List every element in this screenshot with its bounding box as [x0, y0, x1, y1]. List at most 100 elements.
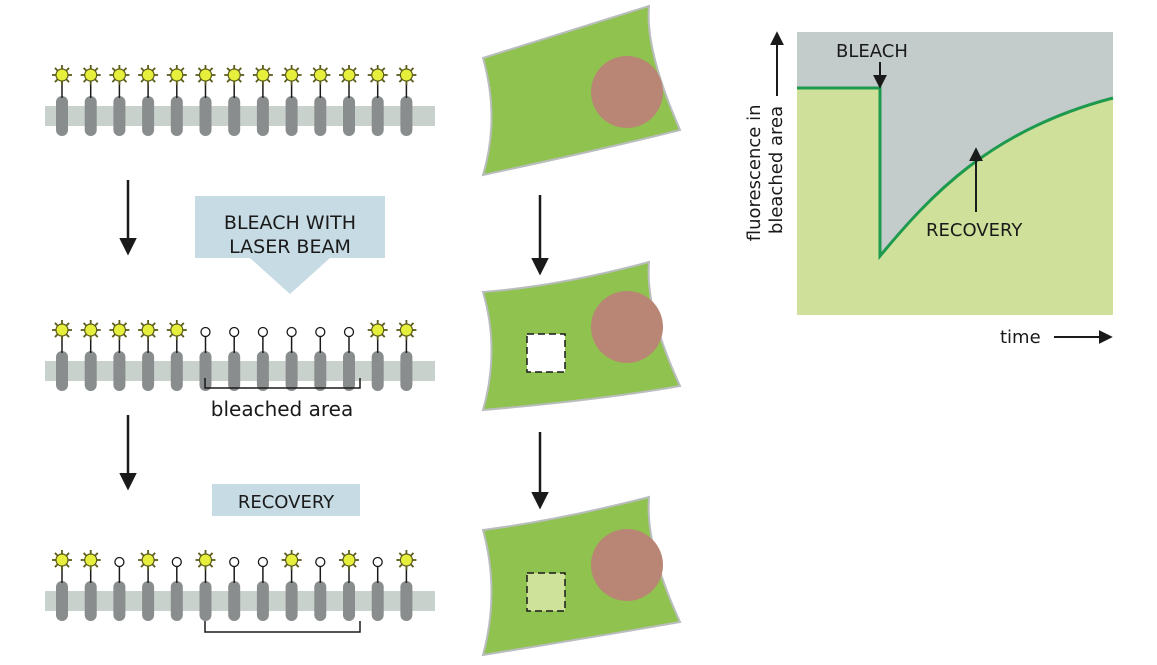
recovery-area-bracket [204, 621, 361, 633]
x-axis-label: time [1000, 327, 1041, 348]
fluorescent-tag [310, 65, 331, 85]
membrane-protein [400, 581, 413, 621]
fluorescent-tag [80, 320, 101, 340]
bleached-tag [257, 326, 269, 338]
bleached-tag [315, 556, 326, 568]
fluorescent-tag [80, 65, 101, 85]
nucleus [591, 291, 663, 363]
fluorescent-tag [224, 65, 245, 85]
fluorescent-tag [52, 550, 72, 570]
bleached-tag [372, 556, 383, 568]
membrane-protein [256, 351, 269, 391]
membrane-before-bleach [45, 65, 435, 136]
y-axis-label: fluorescence in bleached area [744, 99, 787, 241]
membrane-protein [400, 351, 413, 391]
fluorescent-tag [396, 320, 417, 340]
bleached-area-label: bleached area [211, 397, 353, 421]
membrane-protein [199, 581, 212, 621]
recovery-box: RECOVERY [212, 484, 360, 516]
membrane-protein [170, 96, 183, 136]
fluorescent-tag [339, 65, 359, 85]
membrane-protein [256, 96, 269, 136]
membrane-protein [84, 351, 97, 391]
bleached-tag [171, 556, 182, 568]
fluorescent-tag [52, 320, 72, 340]
fluorescent-tag [252, 65, 273, 85]
bleach-callout-line2: LASER BEAM [229, 236, 351, 258]
fluorescent-tag [339, 550, 359, 570]
bleached-tag [229, 556, 240, 568]
membrane-protein [343, 96, 355, 136]
bleach-callout-line1: BLEACH WITH [224, 212, 356, 234]
graph-recovery-label: RECOVERY [926, 220, 1023, 241]
membrane-protein [228, 96, 241, 136]
fluorescent-tag [281, 550, 302, 570]
bleached-tag [114, 556, 125, 568]
bleached-tag [343, 326, 355, 338]
bleached-tag [229, 326, 240, 338]
fluorescent-tag [80, 550, 101, 570]
cell-bleached [481, 260, 682, 412]
membrane-after-recovery [45, 550, 435, 621]
bleached-tag [315, 326, 326, 338]
bleached-tag [286, 326, 297, 338]
membrane-protein [371, 96, 384, 136]
bleached-square [526, 333, 566, 373]
fluorescent-tag [396, 550, 417, 570]
membrane-protein [56, 96, 68, 136]
cell-before [481, 4, 682, 177]
membrane-protein [56, 581, 68, 621]
fluorescent-tag [166, 65, 187, 85]
membrane-protein [343, 351, 355, 391]
membrane-protein [56, 351, 68, 391]
recovery-box-label: RECOVERY [238, 492, 335, 513]
membrane-protein [199, 351, 212, 391]
membrane-protein [285, 96, 298, 136]
bleached-tag [257, 556, 269, 568]
membrane-protein [170, 581, 183, 621]
membrane-protein [314, 351, 327, 391]
membrane-protein [113, 96, 126, 136]
membrane-after-bleach [45, 320, 435, 391]
y-axis-line1: fluorescence in [744, 105, 765, 242]
fluorescent-tag [195, 550, 216, 570]
bleached-tag [200, 326, 211, 338]
membrane-protein [142, 351, 155, 391]
membrane-protein [199, 96, 212, 136]
membrane-protein [285, 581, 298, 621]
membrane-protein [84, 581, 97, 621]
bleach-callout: BLEACH WITH LASER BEAM [195, 196, 385, 294]
membrane-protein [113, 581, 126, 621]
fluorescent-tag [109, 320, 130, 340]
fluorescent-tag [195, 65, 216, 85]
fluorescent-tag [367, 320, 388, 340]
fluorescent-tag [109, 65, 130, 85]
graph-green-fill [797, 88, 1113, 315]
fluorescent-tag [367, 65, 388, 85]
fluorescent-tag [138, 65, 159, 85]
bleached-area-bracket [204, 378, 361, 389]
fluorescence-curve [797, 86, 1114, 261]
fluorescent-tag [138, 320, 159, 340]
graph-bleach-label: BLEACH [836, 41, 908, 62]
membrane-protein [314, 581, 327, 621]
membrane-protein [228, 581, 241, 621]
membrane-protein [256, 581, 269, 621]
membrane-protein [142, 581, 155, 621]
membrane-protein [400, 96, 413, 136]
fluorescent-tag [281, 65, 302, 85]
membrane-protein [314, 96, 327, 136]
membrane-protein [371, 581, 384, 621]
membrane-protein [228, 351, 241, 391]
fluorescent-tag [396, 65, 417, 85]
membrane-protein [371, 351, 384, 391]
fluorescent-tag [166, 320, 187, 340]
frap-graph: BLEACH RECOVERY fluorescence in bleached… [744, 31, 1114, 348]
membrane-protein [113, 351, 126, 391]
nucleus [591, 529, 663, 601]
membrane-protein [170, 351, 183, 391]
membrane-protein [142, 96, 155, 136]
membrane-protein [84, 96, 97, 136]
fluorescent-tag [52, 65, 72, 85]
y-axis-line2: bleached area [766, 106, 787, 234]
